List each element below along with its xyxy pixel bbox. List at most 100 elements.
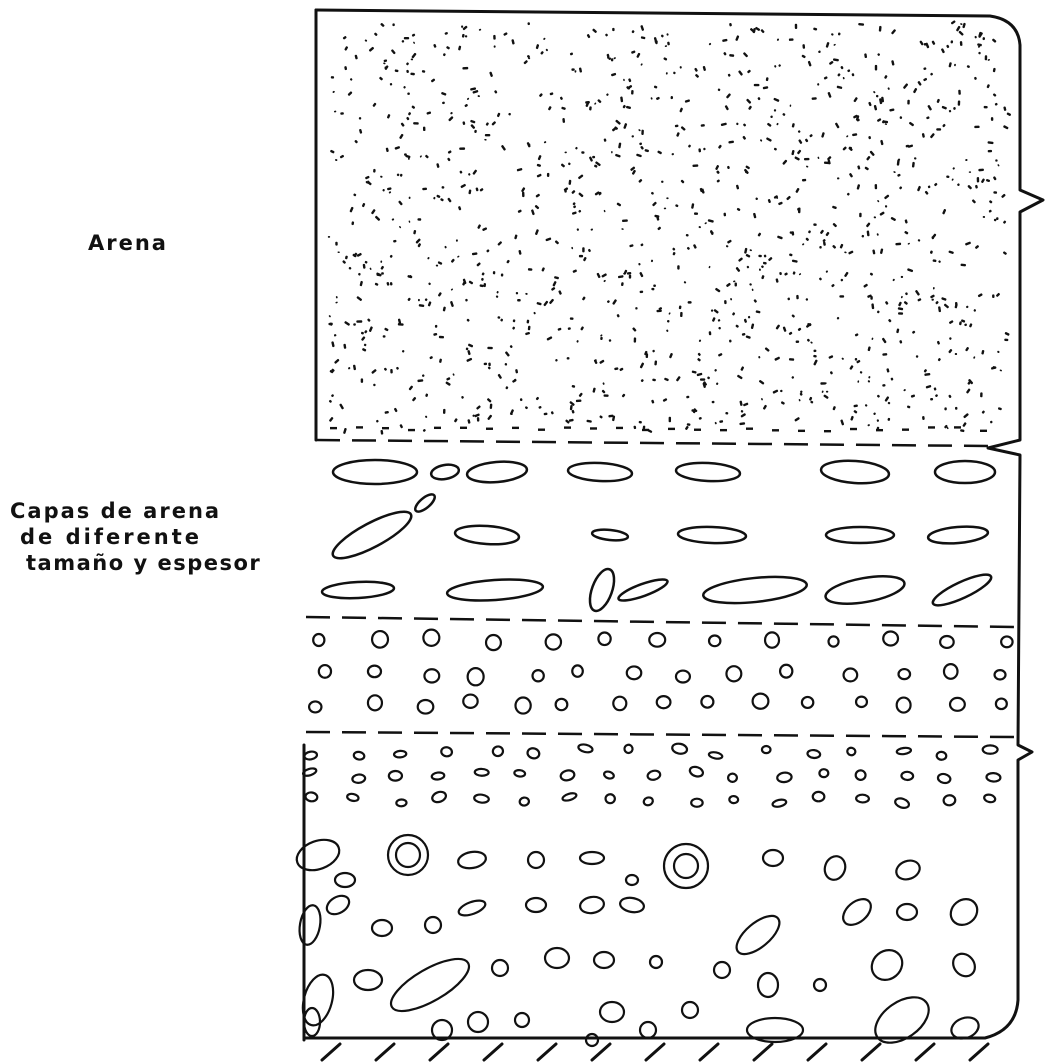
sand-grain: [383, 335, 386, 337]
sand-grain: [487, 347, 493, 350]
sand-grain: [477, 95, 480, 97]
sand-grain: [503, 32, 508, 36]
sand-grain: [941, 48, 945, 53]
sand-grain: [422, 70, 426, 73]
sand-grain: [686, 234, 689, 237]
sand-grain: [477, 224, 481, 229]
small-pebble: [689, 765, 705, 778]
pebble: [468, 668, 484, 685]
sand-grain: [798, 430, 805, 432]
pebble: [418, 700, 434, 714]
sand-grain: [539, 93, 543, 97]
sand-grain: [719, 420, 723, 423]
gravel-stone: [586, 1034, 598, 1046]
gravel-stone: [372, 920, 392, 936]
sand-grain: [877, 118, 882, 122]
sand-grain: [527, 22, 530, 25]
sand-grain: [465, 35, 467, 37]
sand-grain: [342, 36, 346, 40]
sand-grain: [813, 355, 817, 358]
sand-grain: [561, 107, 566, 111]
sand-grain: [622, 219, 628, 222]
sand-grain: [479, 28, 482, 30]
sand-grain: [877, 200, 880, 203]
sand-grain: [629, 275, 631, 279]
sand-grain: [601, 273, 607, 278]
sand-grain: [954, 64, 956, 67]
sand-grain: [627, 272, 632, 275]
sand-grain: [791, 376, 794, 379]
sand-grain: [1003, 106, 1006, 111]
sand-grain: [795, 24, 797, 29]
gravel-stone: [580, 852, 604, 864]
sand-grain: [977, 177, 980, 182]
sand-grain: [572, 202, 576, 206]
sand-grain: [618, 275, 624, 278]
sand-grain: [875, 65, 877, 71]
hatch-mark: [646, 1044, 664, 1060]
sand-grain: [404, 37, 409, 39]
sand-grain: [454, 418, 458, 423]
sand-grain: [596, 273, 600, 279]
sand-grain: [632, 327, 637, 332]
sand-grain: [615, 154, 621, 158]
sand-grain: [938, 260, 941, 263]
small-pebble: [894, 797, 910, 810]
sand-lens: [333, 460, 417, 484]
sand-grain: [871, 337, 873, 340]
sand-grain: [844, 251, 847, 253]
sand-grain: [640, 362, 645, 368]
sand-lens: [466, 459, 528, 484]
sand-grain: [812, 97, 817, 100]
gravel-stone: [949, 949, 980, 980]
sand-grain: [839, 295, 844, 297]
sand-grain: [533, 312, 536, 315]
pebble: [899, 669, 911, 679]
sand-grain: [763, 405, 768, 410]
sand-grain: [353, 193, 357, 196]
sand-grain: [521, 187, 526, 192]
sand-grain: [723, 213, 726, 217]
sand-grain: [672, 252, 675, 256]
sand-grain: [390, 83, 393, 86]
sand-grain: [680, 312, 683, 317]
sand-grain: [614, 367, 618, 370]
sand-grain: [344, 66, 347, 70]
sand-grain: [664, 377, 669, 381]
sand-grain: [604, 394, 609, 397]
sand-grain: [639, 142, 642, 145]
sand-grain: [740, 413, 746, 418]
pebble: [649, 633, 665, 647]
hatch-mark: [916, 1044, 934, 1060]
sand-grain: [407, 297, 411, 301]
sand-grain: [732, 312, 736, 316]
sand-grain: [651, 288, 654, 291]
gravel-stone: [867, 988, 937, 1052]
pebble: [844, 669, 858, 682]
sand-grain: [673, 71, 676, 74]
sand-grain: [867, 424, 870, 427]
sand-grain: [468, 280, 473, 284]
sand-grain: [965, 347, 969, 352]
sand-grain: [332, 90, 335, 93]
sand-grain: [739, 401, 742, 407]
sand-grain: [380, 430, 383, 435]
sand-grain: [755, 197, 758, 200]
sand-grain: [389, 255, 392, 259]
gravel-stone: [335, 873, 355, 887]
sand-grain: [490, 404, 493, 410]
sand-grain: [745, 165, 750, 169]
gravel-stone: [354, 970, 382, 990]
sand-grain: [907, 405, 911, 408]
pebble: [829, 636, 839, 646]
gravel-stone: [640, 1022, 656, 1038]
sand-grain: [729, 54, 734, 57]
gravel-stone: [526, 898, 546, 912]
sand-grain: [382, 427, 389, 429]
pebble: [802, 697, 813, 708]
pebble: [701, 696, 713, 708]
sand-grain: [587, 34, 591, 39]
small-pebble: [347, 793, 360, 802]
sand-grain: [847, 69, 850, 72]
sand-grain: [923, 67, 926, 70]
